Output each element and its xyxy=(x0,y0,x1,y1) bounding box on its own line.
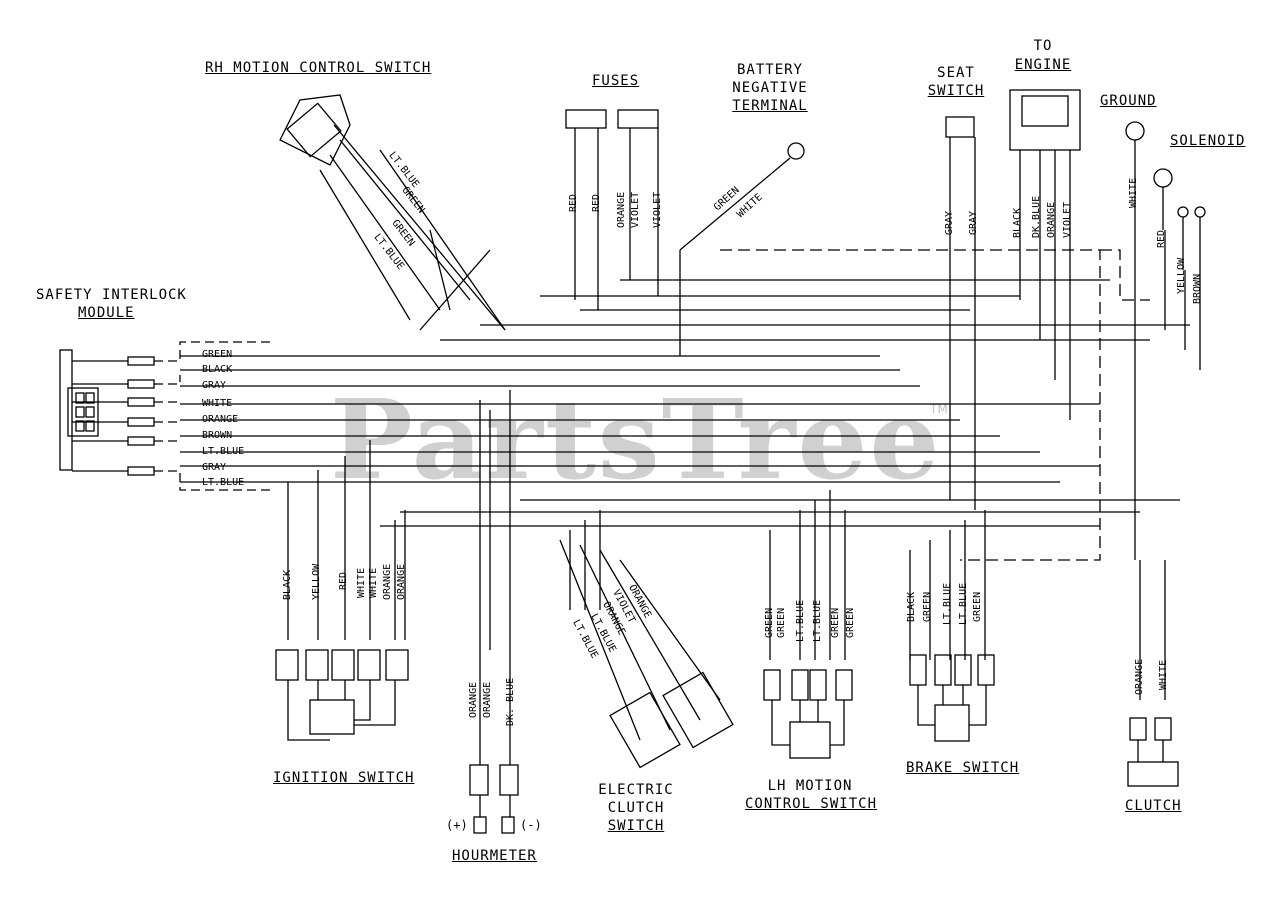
clutch-title: CLUTCH xyxy=(1125,798,1182,814)
wire-label: GRAY xyxy=(968,210,979,235)
clutch-connector xyxy=(1127,717,1179,787)
electric-clutch-switch-connector xyxy=(559,539,734,769)
wire-label: GREEN xyxy=(202,349,233,360)
seat-title-1: SEAT xyxy=(937,65,975,81)
wire-label: GREEN xyxy=(764,607,775,638)
trademark: TM xyxy=(930,402,948,416)
wire-label: BLACK xyxy=(202,364,233,375)
wire-label: WHITE xyxy=(368,567,379,598)
wire-label: ORANGE xyxy=(202,414,239,425)
hourmeter-negative: (-) xyxy=(520,818,542,832)
wire-label: DK.BLUE xyxy=(1031,195,1042,238)
wire-label: GRAY xyxy=(944,210,955,235)
wire-label: LT.BLUE xyxy=(958,582,969,625)
battery-title-3: TERMINAL xyxy=(732,98,808,114)
wire-label: RED xyxy=(591,193,602,212)
wire-label: WHITE xyxy=(1158,659,1169,690)
ignition-title: IGNITION SWITCH xyxy=(273,770,415,786)
wire-label: GREEN xyxy=(972,591,983,622)
safety-module-connector xyxy=(59,349,99,471)
wire-label: GREEN xyxy=(922,591,933,622)
hourmeter-title: HOURMETER xyxy=(452,848,537,864)
wire-label: LT.BLUE xyxy=(942,582,953,625)
wire-label: RED xyxy=(1156,229,1167,248)
wire-label: DK. BLUE xyxy=(505,677,516,726)
battery-title-1: BATTERY xyxy=(736,62,803,78)
battery-title-2: NEGATIVE xyxy=(732,80,808,96)
wire-label: RED xyxy=(568,193,579,212)
module-plugs xyxy=(72,341,270,491)
wire-label: BROWN xyxy=(1192,273,1203,304)
wire-label: BLACK xyxy=(906,591,917,622)
clutch-switch-title-1: ELECTRIC xyxy=(598,782,674,798)
wire-label: LT.BLUE xyxy=(202,446,245,457)
clutch-switch-title-2: CLUTCH xyxy=(607,800,665,816)
wire-label: VIOLET xyxy=(1062,201,1073,238)
wire-label: ORANGE xyxy=(1046,201,1057,238)
rh-motion-connector xyxy=(279,94,506,331)
rh-motion-title: RH MOTION CONTROL SWITCH xyxy=(205,60,432,76)
wire-label: ORANGE xyxy=(396,563,407,600)
clutch-switch-title-3: SWITCH xyxy=(607,818,665,834)
hourmeter-connector xyxy=(469,650,519,834)
wire-label: ORANGE xyxy=(382,563,393,600)
wire-label: LT.BLUE xyxy=(795,599,806,642)
wire-label: WHITE xyxy=(356,567,367,598)
wire-label: GRAY xyxy=(202,380,227,391)
wire-label: RED xyxy=(338,571,349,590)
ignition-connector xyxy=(275,649,409,741)
wire-label: VIOLET xyxy=(630,191,641,228)
solenoid-title: SOLENOID xyxy=(1170,133,1246,149)
wire-label: GRAY xyxy=(202,462,227,473)
engine-title-2: ENGINE xyxy=(1014,57,1072,73)
lh-motion-connector xyxy=(763,669,853,759)
wire-label: GREEN xyxy=(776,607,787,638)
hourmeter-positive: (+) xyxy=(446,818,468,832)
harness-drops xyxy=(287,149,1201,700)
wire-label: ORANGE xyxy=(616,191,627,228)
wire-label: BLACK xyxy=(282,569,293,600)
brake-switch-connector xyxy=(909,654,995,742)
lh-motion-title-2: CONTROL SWITCH xyxy=(745,796,878,812)
wire-label: BLACK xyxy=(1012,207,1023,238)
wire-label: ORANGE xyxy=(468,681,479,718)
wire-label: GREEN xyxy=(845,607,856,638)
brake-title: BRAKE SWITCH xyxy=(906,760,1020,776)
wire-label: YELLOW xyxy=(1176,257,1187,294)
harness-bus xyxy=(180,249,1190,561)
wire-label: GREEN xyxy=(830,607,841,638)
wire-label: WHITE xyxy=(1128,177,1139,208)
seat-title-2: SWITCH xyxy=(927,83,985,99)
safety-title-2: MODULE xyxy=(78,305,135,321)
wire-label: BROWN xyxy=(202,430,233,441)
wire-label: LT.BLUE xyxy=(202,477,245,488)
wire-label: WHITE xyxy=(202,398,233,409)
wire-label: ORANGE xyxy=(1134,658,1145,695)
lh-motion-title-1: LH MOTION xyxy=(767,778,853,794)
ground-title: GROUND xyxy=(1100,93,1157,109)
engine-title-1: TO xyxy=(1033,38,1053,54)
fuses-title: FUSES xyxy=(592,73,640,89)
top-connectors xyxy=(565,89,1206,270)
wire-label: ORANGE xyxy=(482,681,493,718)
safety-title-1: SAFETY INTERLOCK xyxy=(36,287,187,303)
wire-label: LT.BLUE xyxy=(812,599,823,642)
wire-label: YELLOW xyxy=(311,563,322,600)
wire-label: VIOLET xyxy=(652,191,663,228)
